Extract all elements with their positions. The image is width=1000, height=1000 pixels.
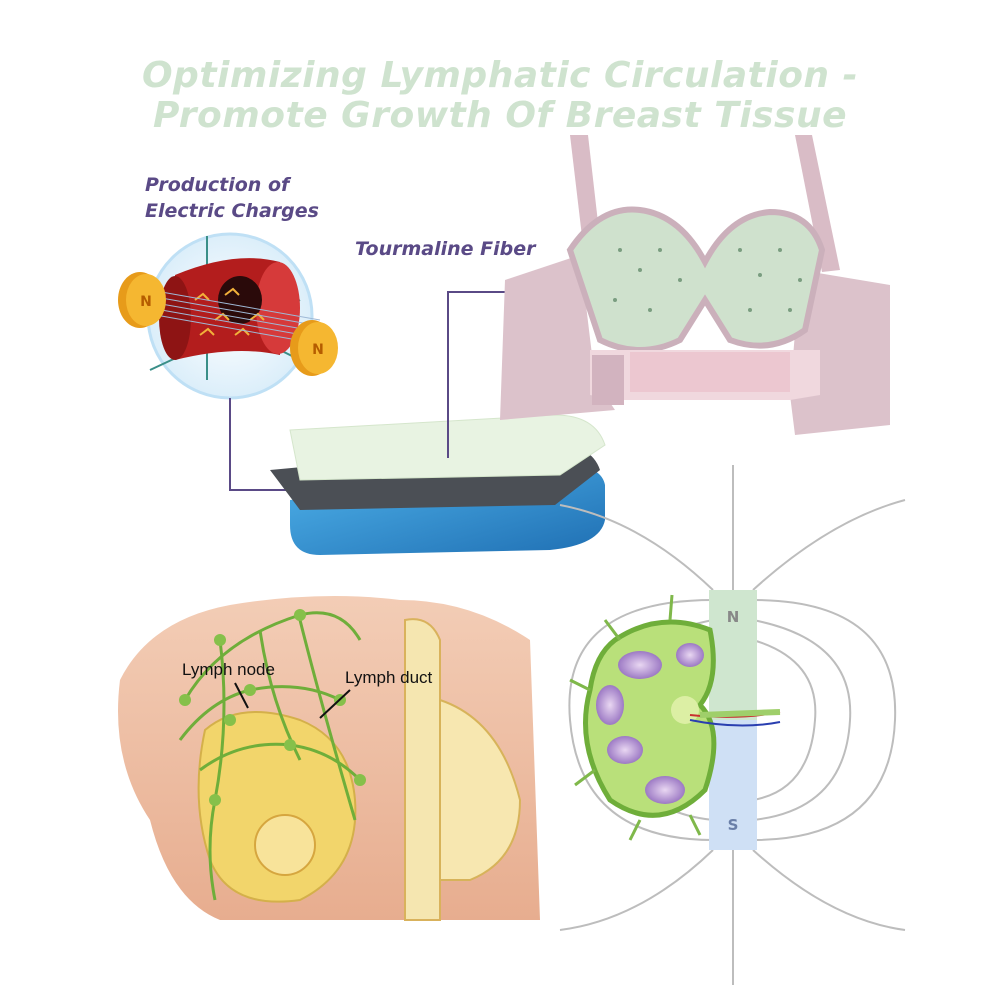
electric-charges-line-2: Electric Charges [145,200,319,222]
electric-charges-line-1: Production of [145,174,290,196]
lymph-node-pointer [234,682,249,709]
lymph-duct-label: Lymph duct [345,668,433,687]
magnet-south-label: S [728,816,739,834]
lymph-node-label: Lymph node [182,660,275,679]
magnet-left: N [118,272,166,328]
tourmaline-fiber-label: Tourmaline Fiber [355,238,536,260]
lymph-node-cross-section [569,594,781,841]
title-line-2: Promote Growth Of Breast Tissue [153,95,847,136]
title-line-1: Optimizing Lymphatic Circulation - [141,55,859,96]
breast-anatomy-illustration [118,596,540,921]
magnet-north-label: N [727,608,740,626]
electric-charges-illustration: N N [118,232,338,400]
lymph-duct-pointer [319,689,351,719]
fabric-layers [270,414,606,555]
magnet-right-label: N [312,342,324,358]
electric-charges-label: Production of Electric Charges [145,172,319,224]
magnet-left-label: N [140,294,152,310]
magnet-right: N [290,320,338,376]
blood-vessel-shape [159,258,300,360]
bar-magnet: N S [709,590,757,850]
bra-illustration [500,135,890,435]
